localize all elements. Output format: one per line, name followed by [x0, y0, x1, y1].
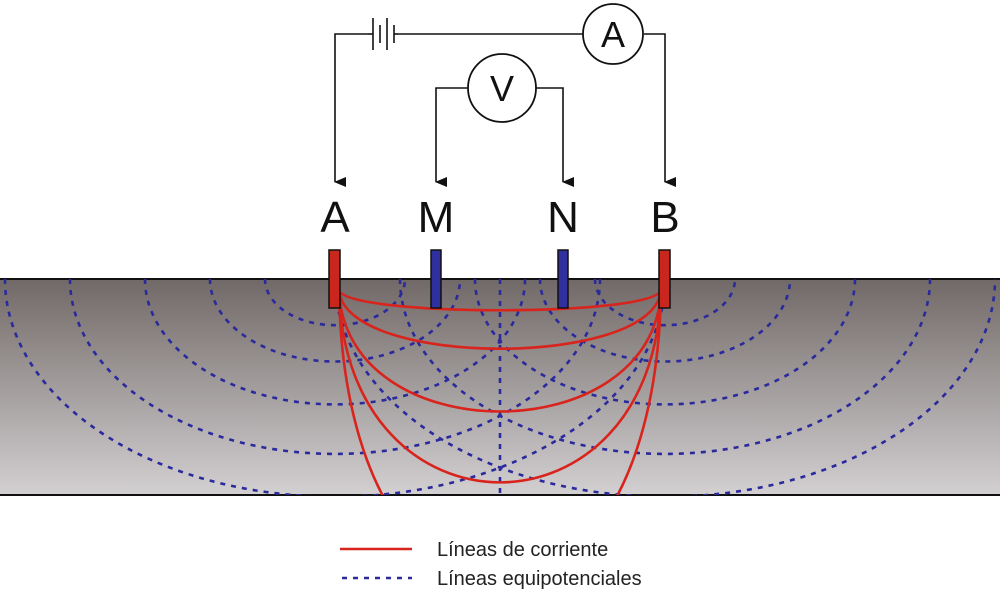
current-line-3	[337, 289, 663, 413]
electrode-n-label: N	[547, 193, 579, 242]
potential-circuit	[435, 87, 574, 187]
current-line-1	[337, 289, 663, 312]
voltmeter-icon: V	[467, 53, 537, 123]
current-line-2	[337, 289, 663, 351]
legend-item-current: Líneas de corriente	[340, 539, 608, 561]
equipotential-line-b-4	[398, 279, 932, 456]
voltmeter-symbol: V	[490, 68, 514, 109]
current-lines	[337, 289, 663, 495]
equipotential-line-a-2	[208, 279, 462, 363]
potential-wire-m	[435, 87, 468, 170]
equipotential-line-a-1	[263, 279, 407, 327]
legend: Líneas de corriente Líneas equipotencial…	[340, 539, 642, 590]
legend-equipotential-label: Líneas equipotenciales	[437, 568, 642, 590]
battery-icon	[368, 18, 398, 50]
electrode-n-rod	[557, 249, 569, 309]
electrodes	[328, 249, 671, 309]
electrode-b-label: B	[650, 193, 679, 242]
equipotential-line-b-2	[538, 279, 792, 363]
current-line-5	[337, 289, 663, 495]
ammeter-circle	[582, 3, 644, 65]
electrode-b-rod	[658, 249, 671, 309]
current-circuit	[334, 33, 676, 187]
equipotential-line-a-5	[3, 279, 667, 495]
ammeter-icon: A	[582, 3, 644, 65]
legend-current-label: Líneas de corriente	[437, 539, 608, 561]
current-wire-b	[644, 33, 666, 170]
legend-item-equipotential: Líneas equipotenciales	[342, 568, 642, 590]
electrode-m-rod	[430, 249, 442, 309]
electrode-a-rod	[328, 249, 341, 309]
current-wire-a	[334, 33, 368, 170]
electrode-m-label: M	[418, 193, 455, 242]
equipotential-lines	[3, 279, 997, 495]
electrode-a-label: A	[320, 193, 350, 242]
equipotential-line-b-1	[593, 279, 737, 327]
electrode-labels: A M N B	[320, 193, 679, 242]
potential-wire-n	[536, 87, 564, 170]
ammeter-symbol: A	[601, 14, 625, 55]
equipotential-line-b-5	[333, 279, 997, 495]
voltmeter-circle	[467, 53, 537, 123]
equipotential-line-a-4	[68, 279, 602, 456]
current-line-4	[337, 289, 663, 484]
